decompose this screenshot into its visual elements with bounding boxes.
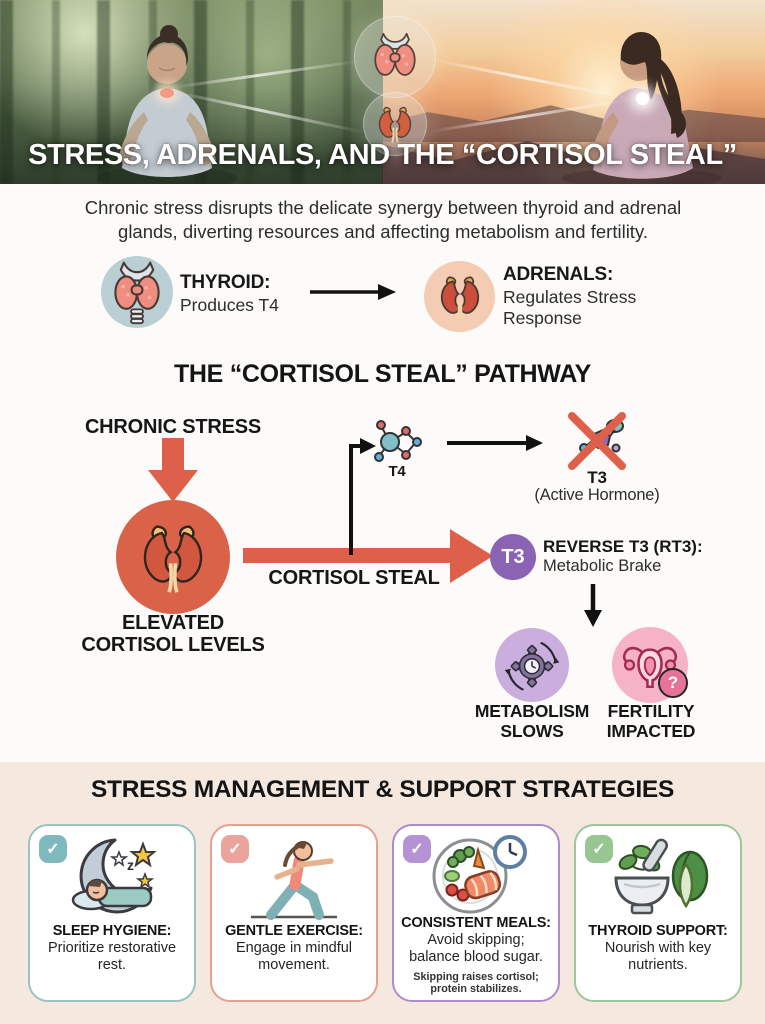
meditating-woman-right [562, 32, 722, 184]
card-desc: Prioritize restorative rest. [47, 940, 177, 974]
reverse-t3-title: REVERSE T3 (RT3): [543, 537, 703, 556]
reverse-t3-badge: T3 [490, 534, 536, 580]
sleep-moon-icon: z [30, 834, 194, 922]
pathway-arrows [148, 435, 602, 627]
thyroid-label: THYROID: [180, 272, 271, 293]
t3-label: T3 [587, 468, 607, 487]
hero-photo-forest [0, 0, 383, 184]
kidneys-icon [143, 525, 203, 593]
question-badge: ? [658, 668, 688, 698]
adrenals-desc: Regulates Stress Response [503, 287, 637, 329]
card-title: SLEEP HYGIENE: [52, 923, 172, 939]
strategies-section: STRESS MANAGEMENT & SUPPORT STRATEGIES ✓… [0, 762, 765, 1024]
card-title: GENTLE EXERCISE: [225, 923, 363, 939]
arrowhead [360, 438, 376, 454]
reverse-t3-sub: Metabolic Brake [543, 557, 662, 575]
card-desc: Nourish with key nutrients. [604, 940, 712, 974]
card-title: THYROID SUPPORT: [588, 923, 728, 939]
check-icon: ✓ [39, 835, 67, 863]
card-title: CONSISTENT MEALS: [401, 915, 551, 931]
card-gentle-exercise: ✓ GENTLE EXERCISE: Engage in mindful mov… [210, 824, 378, 1002]
thyroid-glow-left [160, 88, 174, 98]
gear-clock-icon [504, 641, 560, 691]
arrow-right-icon [310, 284, 396, 300]
check-icon: ✓ [403, 835, 431, 863]
card-note: Skipping raises cortisol; protein stabil… [413, 970, 539, 996]
cortisol-steal-label: CORTISOL STEAL [268, 567, 440, 589]
arrowhead [584, 610, 602, 627]
intro-text: Chronic stress disrupts the delicate syn… [84, 197, 682, 243]
strategies-heading: STRESS MANAGEMENT & SUPPORT STRATEGIES [90, 776, 674, 803]
down-arrow-red [148, 438, 198, 502]
throat-glow-right [636, 92, 649, 105]
hero-thyroid-circle [354, 16, 436, 98]
elevated-cortisol-badge [116, 500, 230, 614]
uterus-icon [622, 646, 678, 689]
t4-molecule-icon [374, 420, 422, 462]
thyroid-gland-badge [101, 256, 173, 328]
cortisol-steal-arrow [243, 529, 493, 583]
adrenals-kidneys-icon [440, 275, 479, 319]
arrowhead [526, 435, 543, 451]
check-icon: ✓ [221, 835, 249, 863]
hero-kidneys-circle [363, 92, 427, 156]
meal-plate-icon [394, 834, 558, 914]
adrenal-gland-badge [424, 261, 495, 332]
card-desc: Engage in mindful movement. [235, 940, 353, 974]
page-title: STRESS, ADRENALS, AND THE “CORTISOL STEA… [28, 139, 737, 171]
thyroid-desc: Produces T4 [180, 295, 279, 315]
card-thyroid-support: ✓ [574, 824, 742, 1002]
card-desc: Avoid skipping; balance blood sugar. [409, 932, 543, 966]
metabolism-label: METABOLISM SLOWS [474, 701, 590, 741]
t4-label: T4 [388, 463, 406, 480]
hero-banner: STRESS, ADRENALS, AND THE “CORTISOL STEA… [0, 0, 765, 184]
thyroid-icon [114, 261, 160, 325]
check-icon: ✓ [585, 835, 613, 863]
adrenals-label: ADRENALS: [503, 264, 614, 285]
hero-photo-sunset [382, 0, 765, 184]
mortar-pestle-greens-icon [576, 834, 740, 922]
chronic-stress-label: CHRONIC STRESS [84, 416, 262, 438]
elevated-cortisol-label: ELEVATED CORTISOL LEVELS [81, 612, 265, 657]
metabolism-slows-badge [495, 628, 569, 702]
fertility-impacted-badge [612, 627, 688, 703]
svg-text:z: z [127, 857, 134, 873]
fertility-label: FERTILITY IMPACTED [606, 701, 696, 741]
t3-sub-label: (Active Hormone) [534, 486, 660, 504]
meditating-woman-left [97, 25, 237, 184]
kidneys-icon [378, 106, 412, 143]
t3-blocked-icon [568, 412, 626, 470]
elbow-connector [349, 444, 362, 555]
card-consistent-meals: ✓ [392, 824, 560, 1002]
yoga-pose-icon [212, 834, 376, 922]
pathway-heading: THE “CORTISOL STEAL” PATHWAY [173, 360, 592, 388]
card-sleep-hygiene: ✓ z SLEEP HYGIENE: Prioritize restorativ… [28, 824, 196, 1002]
thyroid-icon [374, 32, 416, 76]
